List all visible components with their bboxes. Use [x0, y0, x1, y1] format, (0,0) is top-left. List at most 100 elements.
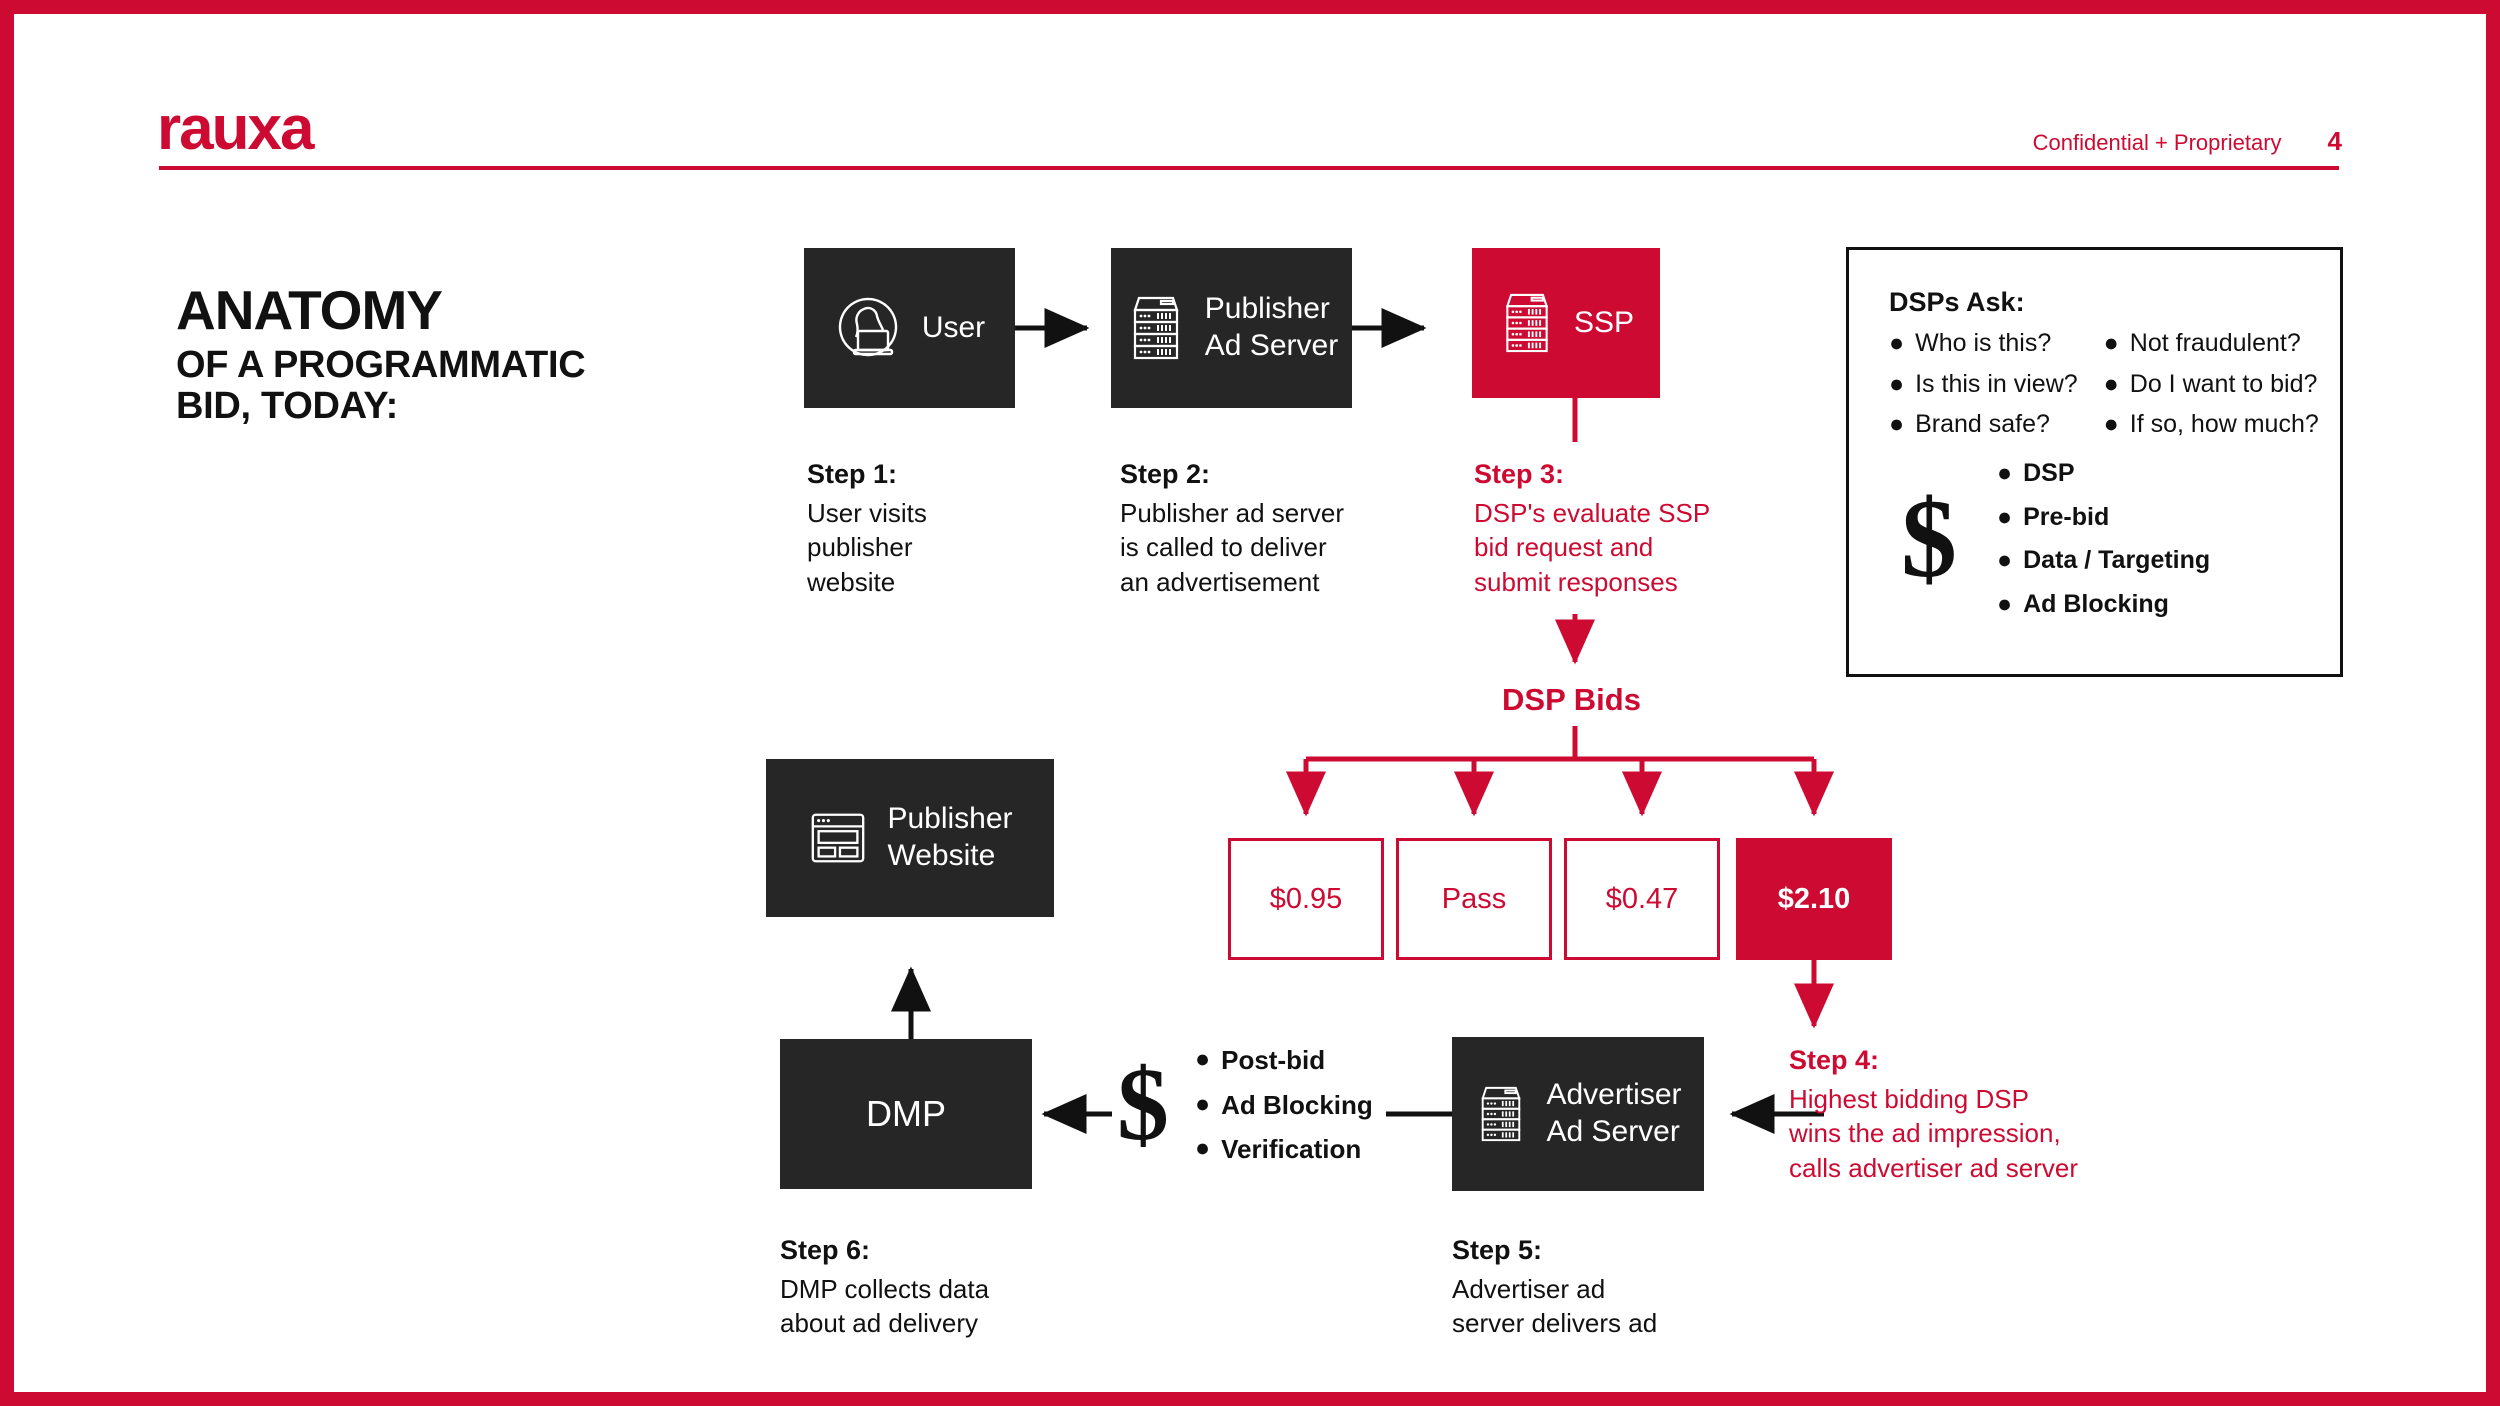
list-item: ● Not fraudulent? — [2103, 329, 2319, 358]
bid-box-4-winner[interactable]: $2.10 — [1736, 838, 1892, 960]
step-1: Step 1: User visits publisher website — [807, 457, 1067, 600]
node-dmp[interactable]: DMP — [780, 1039, 1032, 1189]
dsps-ask-column-left: ● Who is this? ● Is this in view? ● Brand s… — [1889, 329, 2078, 439]
bullet-dot: ● — [1997, 546, 2013, 574]
list-item: ● Who is this? — [1889, 329, 2078, 358]
page-number: 4 — [2327, 126, 2342, 156]
node-advertiser-ad-server-label: Advertiser Ad Server — [1546, 1078, 1682, 1148]
dsp-bids-label: DSP Bids — [1502, 682, 1641, 717]
step-4-body: Highest bidding DSP wins the ad impressi… — [1789, 1083, 2078, 1184]
page-title: ANATOMY OF A PROGRAMMATIC BID, TODAY: — [176, 281, 796, 426]
dsps-ask-left-2: Is this in view? — [1915, 369, 2078, 398]
step-2: Step 2: Publisher ad server is called to… — [1120, 457, 1420, 600]
step-4: Step 4: Highest bidding DSP wins the ad … — [1789, 1043, 2139, 1186]
step-6: Step 6: DMP collects data about ad deliv… — [780, 1233, 1110, 1341]
dollar-sign-icon: $ — [1901, 476, 1957, 601]
step-1-body: User visits publisher website — [807, 497, 927, 598]
dsps-ask-right-2: Do I want to bid? — [2129, 369, 2318, 398]
user-laptop-icon — [838, 297, 898, 357]
list-item: ● Verification — [1195, 1135, 1373, 1164]
cost-item-2: Pre-bid — [2023, 502, 2110, 531]
step-3: Step 3: DSP's evaluate SSP bid request a… — [1474, 457, 1774, 600]
node-ssp[interactable]: SSP — [1472, 248, 1660, 398]
dsps-ask-left-3: Brand safe? — [1915, 410, 2050, 438]
bullet-dot: ● — [1997, 502, 2013, 531]
bid-value-1: $0.95 — [1269, 882, 1343, 915]
list-item: ● Do I want to bid? — [2103, 369, 2319, 399]
node-ssp-label: SSP — [1573, 305, 1635, 339]
header-meta: Confidential + Proprietary 4 — [2033, 126, 2342, 157]
bullet-dot: ● — [1195, 1134, 1211, 1163]
step-5-title: Step 5: — [1452, 1235, 1543, 1265]
dsps-ask-left-1: Who is this? — [1915, 329, 2052, 357]
step-1-title: Step 1: — [807, 459, 898, 489]
bid-box-1[interactable]: $0.95 — [1228, 838, 1384, 960]
list-item: ● DSP — [1997, 459, 2210, 488]
dsps-ask-right-3: If so, how much? — [2129, 410, 2319, 438]
node-advertiser-ad-server[interactable]: Advertiser Ad Server — [1452, 1037, 1704, 1191]
dsps-ask-right-1: Not fraudulent? — [2129, 329, 2301, 357]
step-5: Step 5: Advertiser ad server delivers ad — [1452, 1233, 1782, 1341]
header-divider — [159, 166, 2339, 170]
dsps-ask-title: DSPs Ask: — [1889, 287, 2025, 317]
server-rack-icon — [1481, 1086, 1522, 1142]
dsps-ask-cost-list: ● DSP ● Pre-bid ● Data / Targeting ● Ad Bloc… — [1997, 459, 2211, 619]
bullet-dot: ● — [2103, 410, 2119, 438]
step-3-body: DSP's evaluate SSP bid request and submi… — [1474, 497, 1711, 598]
node-publisher-website-label: Publisher Website — [887, 802, 1013, 872]
cost-item-1: DSP — [2023, 459, 2075, 487]
list-item: ● Brand safe? — [1889, 410, 2078, 439]
bid-value-2: Pass — [1441, 882, 1507, 915]
server-rack-icon — [1505, 293, 1549, 353]
bullet-dot: ● — [2103, 369, 2119, 398]
dsps-ask-cost-group: $ ● DSP ● Pre-bid ● Data / Targeting ● Ad Bl… — [1901, 459, 2211, 619]
bullet-dot: ● — [1195, 1089, 1211, 1118]
step-2-title: Step 2: — [1120, 459, 1211, 489]
cost-item-3: Data / Targeting — [2023, 546, 2211, 574]
step-6-body: DMP collects data about ad delivery — [780, 1273, 990, 1339]
step-2-body: Publisher ad server is called to deliver… — [1120, 497, 1344, 598]
title-line-2: OF A PROGRAMMATIC — [176, 344, 586, 387]
dsps-ask-columns: ● Who is this? ● Is this in view? ● Brand s… — [1889, 329, 2319, 439]
bullet-dot: ● — [1195, 1045, 1211, 1073]
bullet-dot: ● — [1997, 459, 2013, 487]
list-item: ● Ad Blocking — [1997, 589, 2210, 619]
list-item: ● Is this in view? — [1889, 369, 2078, 399]
server-rack-icon — [1133, 296, 1179, 360]
node-publisher-ad-server[interactable]: Publisher Ad Server — [1111, 248, 1352, 408]
bid-value-3: $0.47 — [1605, 882, 1679, 915]
post-bid-item-2: Ad Blocking — [1221, 1089, 1373, 1120]
title-line-3: BID, TODAY: — [176, 384, 398, 427]
bid-box-2[interactable]: Pass — [1396, 838, 1552, 960]
bullet-dot: ● — [1889, 369, 1905, 398]
dollar-sign-icon: $ — [1117, 1047, 1169, 1163]
list-item: ● Pre-bid — [1997, 502, 2210, 532]
list-item: ● If so, how much? — [2103, 410, 2319, 439]
list-item: ●Post-bid — [1195, 1045, 1373, 1075]
step-6-title: Step 6: — [780, 1235, 871, 1265]
node-publisher-ad-server-label: Publisher Ad Server — [1204, 292, 1339, 362]
bullet-dot: ● — [1997, 589, 2013, 618]
bid-box-3[interactable]: $0.47 — [1564, 838, 1720, 960]
bullet-dot: ● — [1889, 410, 1905, 438]
dsps-ask-panel: DSPs Ask: ● Who is this? ● Is this in view… — [1846, 247, 2343, 677]
node-user[interactable]: User — [804, 248, 1015, 408]
bullet-dot: ● — [1889, 329, 1905, 357]
browser-window-icon — [812, 813, 865, 863]
list-item: ● Data / Targeting — [1997, 546, 2211, 575]
slide-canvas: rauxa Confidential + Proprietary 4 ANATO… — [14, 14, 2486, 1392]
title-line-1: ANATOMY — [176, 279, 443, 341]
bullet-dot: ● — [2103, 329, 2119, 357]
cost-item-4: Ad Blocking — [2023, 589, 2169, 618]
step-3-title: Step 3: — [1474, 459, 1565, 489]
node-dmp-label: DMP — [866, 1093, 946, 1135]
node-user-label: User — [921, 310, 986, 344]
dsps-ask-column-right: ● Not fraudulent? ● Do I want to bid? ● If … — [2103, 329, 2319, 439]
node-publisher-website[interactable]: Publisher Website — [766, 759, 1054, 917]
post-bid-cost-group: $ ●Post-bid ● Ad Blocking ● Verification — [1117, 1045, 1373, 1164]
post-bid-item-3: Verification — [1221, 1134, 1362, 1165]
bid-value-4: $2.10 — [1777, 882, 1851, 915]
brand-logo: rauxa — [157, 94, 314, 163]
step-4-title: Step 4: — [1789, 1045, 1880, 1075]
confidentiality-notice: Confidential + Proprietary — [2032, 130, 2282, 155]
